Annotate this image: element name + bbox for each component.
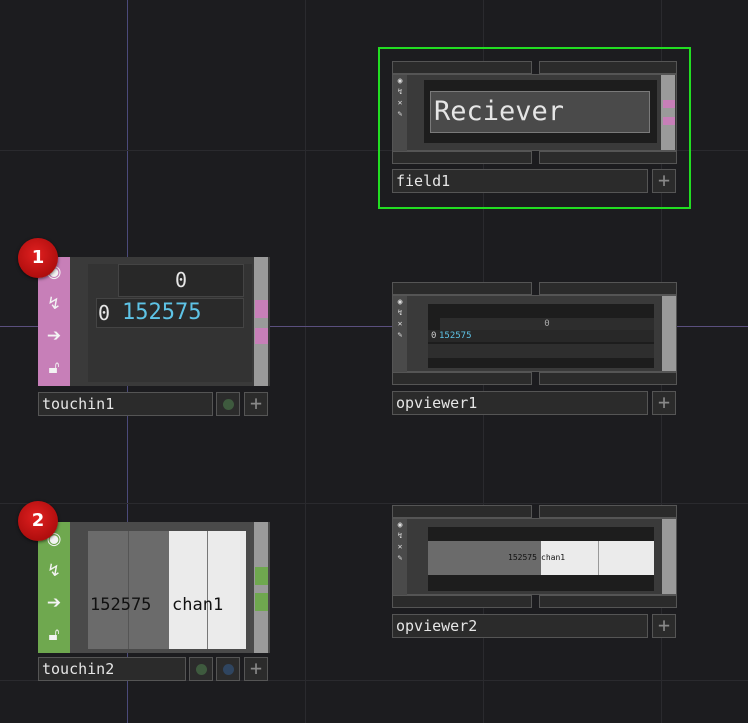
lock-icon[interactable]: ✎ [397,553,403,562]
touchin2-viewer[interactable]: 152575 chan1 [88,531,246,649]
node-touchin1[interactable]: ◉ ↯ ➔ 🔓︎ 0 0 152575 touchin1 + 1 [18,238,270,418]
field1-top-tab-left [392,61,532,74]
opviewer2-table: 152575 chan1 [428,541,654,575]
node-field1[interactable]: ◉ ↯ ✕ ✎ Reciever field1 + [378,47,691,209]
lock-icon[interactable]: 🔓︎ [48,358,60,378]
touchin1-output-port[interactable] [255,328,268,344]
grid-line [0,680,748,681]
field1-bottom-tab-left [392,151,532,164]
opviewer1-name[interactable]: opviewer1 [392,391,648,415]
grid-line [0,503,748,504]
opviewer1-bottom-tab-right [539,372,677,385]
opviewer2-value: 152575 [508,553,537,562]
opviewer1-header: 0 [544,319,550,329]
opviewer1-table-row: 0 152575 [428,330,654,342]
touchin2-output-port[interactable] [255,593,268,611]
opviewer1-flag-bar: ◉ ↯ ✕ ✎ [393,296,407,373]
touchin2-active-button[interactable] [189,657,213,681]
lock-icon[interactable]: 🔓︎ [48,625,60,645]
arrow-right-icon[interactable]: ➔ [46,326,62,346]
opviewer2-top-tab-right [539,505,677,518]
touchin2-col-divider [128,531,129,649]
bypass-icon[interactable]: ↯ [46,561,62,581]
touchin2-right-bar [254,522,268,653]
bypass-icon[interactable]: ↯ [46,294,62,314]
viewer-icon[interactable]: ◉ [397,520,403,529]
selection-outline [378,47,691,209]
touchin1-flag-bar: ◉ ↯ ➔ 🔓︎ [38,257,70,386]
plus-icon[interactable]: + [652,169,676,193]
touchin2-flag-bar: ◉ ↯ ➔ 🔓︎ [38,522,70,653]
grid-axis-horizontal [0,326,748,327]
grid-line [305,0,306,723]
touchin2-output-port[interactable] [255,567,268,585]
close-icon[interactable]: ✕ [397,98,403,107]
opviewer2-channel-column [541,541,654,575]
node-opviewer1[interactable]: ◉ ↯ ✕ ✎ 0 0 152575 opviewer1 + [392,282,680,420]
opviewer2-col-divider [598,541,599,575]
opviewer2-channel: chan1 [541,553,566,562]
opviewer1-top-tab-right [539,282,677,295]
touchin2-name[interactable]: touchin2 [38,657,186,681]
field1-flag-bar: ◉ ↯ ✕ ✎ [393,75,407,152]
opviewer1-lower-area [428,344,654,358]
opviewer1-viewer[interactable]: 0 0 152575 [428,304,654,368]
lock-icon[interactable]: ✎ [397,330,403,339]
opviewer2-right-bar [662,519,676,594]
bypass-icon[interactable]: ↯ [397,531,403,540]
lock-icon[interactable]: ✎ [397,109,403,118]
opviewer1-right-bar [662,296,676,371]
touchin2-col-divider [207,531,208,649]
close-icon[interactable]: ✕ [397,542,403,551]
plus-icon[interactable]: + [652,391,676,415]
opviewer2-flag-bar: ◉ ↯ ✕ ✎ [393,519,407,596]
touchin2-viewer-button[interactable] [216,657,240,681]
viewer-icon[interactable]: ◉ [397,297,403,306]
grid-line [0,150,748,151]
touchin1-header-cell: 0 [118,264,244,297]
opviewer2-bottom-tab-left [392,595,532,608]
field1-output-port[interactable] [663,117,675,125]
node-touchin2[interactable]: ◉ ↯ ➔ 🔓︎ 152575 chan1 touchin2 + 2 [18,501,270,685]
opviewer2-bottom-tab-right [539,595,677,608]
field1-text-box[interactable]: Reciever [430,91,650,133]
touchin1-right-bar [254,257,268,386]
bypass-icon[interactable]: ↯ [397,87,403,96]
node-opviewer2[interactable]: ◉ ↯ ✕ ✎ 152575 chan1 opviewer2 + [392,505,680,643]
plus-icon[interactable]: + [652,614,676,638]
badge-1: 1 [18,238,58,278]
touchin1-value: 152575 [122,300,202,325]
field1-right-bar [661,75,675,150]
plus-icon[interactable]: + [244,657,268,681]
close-icon[interactable]: ✕ [397,319,403,328]
badge-2: 2 [18,501,58,541]
arrow-right-icon[interactable]: ➔ [46,593,62,613]
field1-bottom-tab-right [539,151,677,164]
touchin2-value: 152575 [90,595,152,615]
field1-viewer[interactable]: Reciever [424,80,657,143]
opviewer1-table-header: 0 [440,318,654,330]
touchin1-row: 0 152575 [96,298,244,328]
opviewer1-row-index: 0 [431,331,437,341]
plus-icon[interactable]: + [244,392,268,416]
touchin1-viewer[interactable]: 0 0 152575 [88,264,252,382]
touchin1-active-button[interactable] [216,392,240,416]
opviewer1-top-tab-left [392,282,532,295]
field1-output-port[interactable] [663,100,675,108]
touchin1-column-header: 0 [174,268,188,292]
viewer-icon[interactable]: ◉ [397,76,403,85]
opviewer2-viewer[interactable]: 152575 chan1 [428,527,654,591]
bypass-icon[interactable]: ↯ [397,308,403,317]
opviewer1-bottom-tab-left [392,372,532,385]
touchin1-row-index: 0 [98,301,111,325]
opviewer1-value: 152575 [439,331,472,341]
touchin1-output-port[interactable] [255,300,268,318]
field1-name[interactable]: field1 [392,169,648,193]
opviewer2-name[interactable]: opviewer2 [392,614,648,638]
touchin1-name[interactable]: touchin1 [38,392,213,416]
touchin2-channel: chan1 [172,595,224,615]
opviewer2-top-tab-left [392,505,532,518]
field1-top-tab-right [539,61,677,74]
field1-text: Reciever [434,96,565,127]
